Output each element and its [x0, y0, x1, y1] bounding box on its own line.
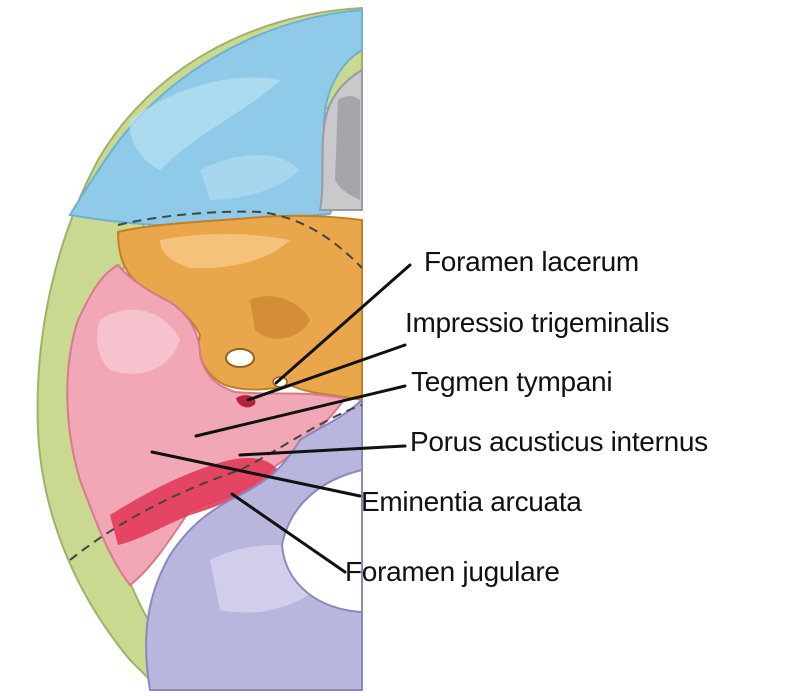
label-foramen-jugulare: Foramen jugulare [345, 556, 560, 588]
label-tegmen-tympani: Tegmen tympani [411, 366, 612, 398]
label-foramen-lacerum: Foramen lacerum [424, 246, 639, 278]
label-eminentia-arcuata: Eminentia arcuata [361, 486, 582, 518]
cribriform-texture [335, 96, 360, 200]
label-porus-acusticus-internus: Porus acusticus internus [410, 426, 708, 458]
label-impressio-trigeminalis: Impressio trigeminalis [405, 307, 669, 339]
foramen-ovale-hole [226, 349, 254, 367]
